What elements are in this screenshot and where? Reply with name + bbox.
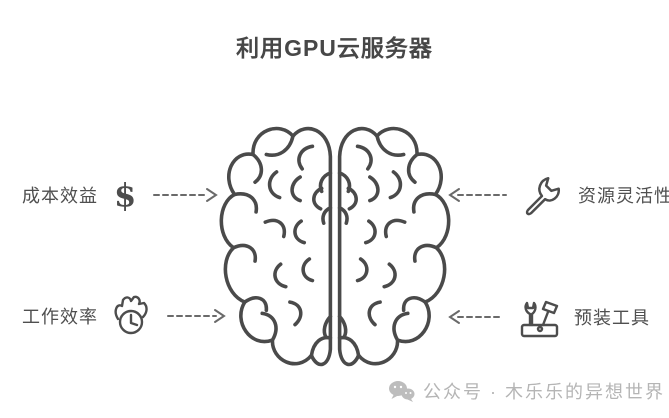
wrench-icon bbox=[520, 172, 566, 218]
callout-label: 资源灵活性 bbox=[578, 186, 669, 206]
callout-label: 预装工具 bbox=[574, 308, 650, 328]
watermark: 公众号 · 木乐乐的异想世界 bbox=[388, 378, 665, 404]
callout-work-efficiency: 工作效率 bbox=[22, 292, 228, 340]
callout-label: 成本效益 bbox=[22, 186, 98, 206]
page-title: 利用GPU云服务器 bbox=[236, 35, 433, 61]
arrow-right-icon bbox=[152, 186, 220, 204]
wechat-icon bbox=[388, 380, 415, 403]
watermark-text: 公众号 · 木乐乐的异想世界 bbox=[423, 382, 665, 402]
arrow-left-icon bbox=[446, 186, 508, 204]
burning-clock-icon bbox=[110, 294, 154, 338]
callout-cost-benefit: 成本效益 $ bbox=[22, 171, 220, 219]
brain-illustration bbox=[212, 107, 458, 387]
arrow-left-icon bbox=[446, 308, 504, 326]
dollar-icon: $ bbox=[114, 176, 137, 214]
callout-resource-flexibility: 资源灵活性 bbox=[446, 171, 669, 219]
callout-preinstalled-tools: 预装工具 bbox=[446, 293, 650, 341]
arrow-right-icon bbox=[166, 307, 228, 325]
brain-svg bbox=[219, 126, 451, 367]
callout-label: 工作效率 bbox=[22, 307, 98, 327]
toolbox-icon bbox=[516, 294, 562, 340]
